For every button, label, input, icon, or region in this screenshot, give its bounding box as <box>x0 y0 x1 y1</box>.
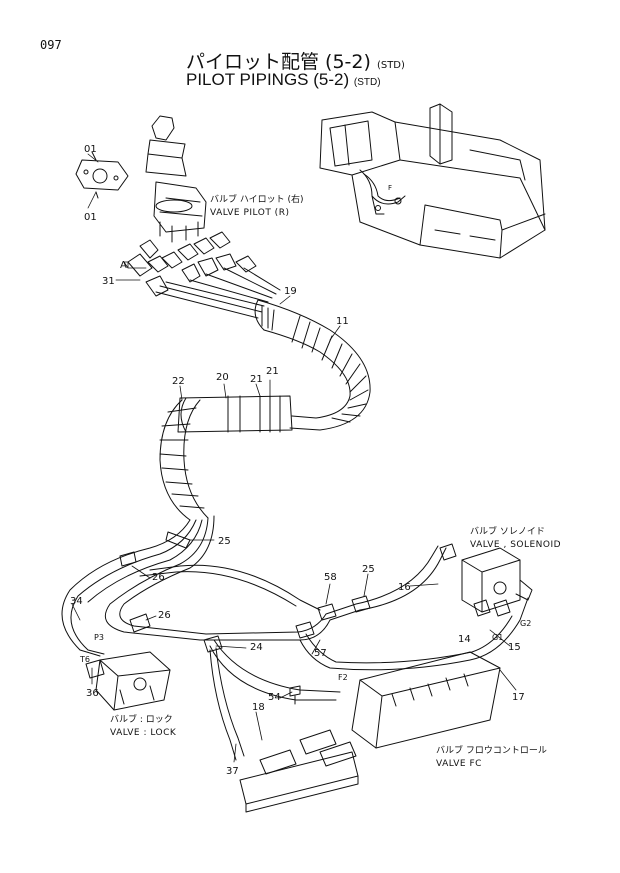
callout-g1: G1 <box>492 633 503 642</box>
gasket-plate <box>75 151 129 199</box>
label-fc-valve-en: VALVE FC <box>436 759 482 769</box>
callout-g2: G2 <box>520 619 531 628</box>
title-japanese-suffix: (STD) <box>376 60 405 71</box>
callout-11: 11 <box>336 316 349 327</box>
callout-22: 22 <box>172 376 185 387</box>
callout-57: 57 <box>314 648 327 659</box>
callout-17: 17 <box>512 692 525 703</box>
hose-clamps <box>119 531 371 653</box>
callout-01-bottom: 01 <box>84 212 97 223</box>
callout-01-top: 01 <box>84 144 97 155</box>
callout-31: 31 <box>102 276 115 287</box>
title-japanese: パイロット配管 (5-2) (STD) <box>186 47 405 74</box>
callout-54: 54 <box>268 692 281 703</box>
excavator-machine: F <box>319 103 546 259</box>
callout-a: A <box>120 260 127 271</box>
callout-15: 15 <box>508 642 521 653</box>
callout-36: 36 <box>86 688 99 699</box>
label-fc-valve-jp: バルブ フロウコントロール <box>436 744 547 756</box>
lock-valve <box>85 651 171 711</box>
callout-21-a: 21 <box>250 374 263 385</box>
label-pilot-valve-en: VALVE PILOT (R) <box>210 208 289 218</box>
label-lock-valve-jp: バルブ : ロック <box>110 713 173 725</box>
callout-21-b: 21 <box>266 366 279 377</box>
callout-18: 18 <box>252 702 265 713</box>
leader-lines <box>71 153 517 763</box>
callout-37: 37 <box>226 766 239 777</box>
title-english-text: PILOT PIPINGS (5-2) <box>186 70 350 89</box>
callout-16: 16 <box>398 582 411 593</box>
callout-p3: P3 <box>94 633 104 642</box>
callout-58: 58 <box>324 572 337 583</box>
svg-text:F: F <box>388 184 392 192</box>
label-solenoid-valve-en: VALVE , SOLENOID <box>470 540 561 550</box>
title-english: PILOT PIPINGS (5-2) (STD) <box>186 70 381 90</box>
title-english-suffix: (STD) <box>353 77 381 88</box>
callout-34: 34 <box>70 596 83 607</box>
spiral-wrap-22 <box>159 399 209 521</box>
callout-20: 20 <box>216 372 229 383</box>
callout-t6: T6 <box>79 655 90 664</box>
hose-routes-lower <box>61 515 529 761</box>
label-pilot-valve-jp: バルブ ハイロット (右) <box>210 193 304 205</box>
flow-control-valve <box>239 651 501 813</box>
callout-26-a: 26 <box>152 572 165 583</box>
callout-25-a: 25 <box>218 536 231 547</box>
title-japanese-text: パイロット配管 (5-2) <box>186 51 371 73</box>
hose-bundle-upper <box>155 267 281 319</box>
corrugated-protector-11 <box>254 299 371 431</box>
callout-19: 19 <box>284 286 297 297</box>
callout-24: 24 <box>250 642 263 653</box>
page-number: 097 <box>40 38 62 52</box>
callout-f2: F2 <box>338 673 348 682</box>
callout-25-b: 25 <box>362 564 375 575</box>
pilot-valve-right <box>145 115 207 243</box>
label-solenoid-valve-jp: バルブ ソレノイド <box>470 525 545 537</box>
sleeve-assembly <box>177 395 293 433</box>
label-lock-valve-en: VALVE : LOCK <box>110 728 177 738</box>
solenoid-valve <box>439 543 533 617</box>
hose-fittings-upper <box>127 231 257 297</box>
callout-26-b: 26 <box>158 610 171 621</box>
callout-14: 14 <box>458 634 471 645</box>
